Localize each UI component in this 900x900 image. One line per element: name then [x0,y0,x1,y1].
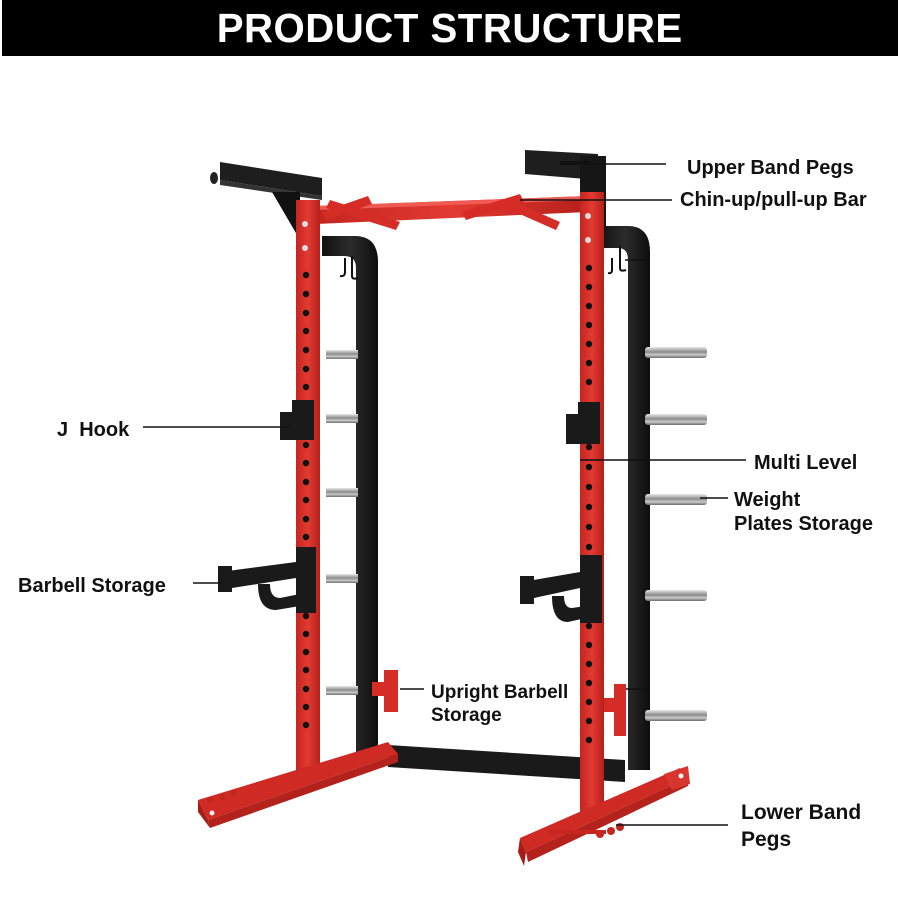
rear-base-bar [388,745,625,782]
chin-up-bar [316,194,588,230]
label-multi-level: Multi Level [754,452,858,474]
right-base [518,766,690,866]
page-title: PRODUCT STRUCTURE [217,4,683,51]
title-banner: PRODUCT STRUCTURE [2,0,898,56]
upright-barbell-storage-left [372,670,398,712]
j-hook-right [566,402,600,444]
label-j-hook: J Hook [57,419,130,441]
j-hook-left [280,400,314,440]
accessory-hooks [339,246,627,280]
upper-band-peg-left [210,162,322,240]
label-upright-barbell-line1: Upright Barbell [431,682,569,703]
label-weight-plates-storage: Weight Plates Storage [734,488,873,536]
left-rear-upright [322,236,378,752]
label-weight-plates-line2: Plates Storage [734,513,873,535]
barbell-storage-right [520,555,602,623]
label-upright-barbell-storage: Upright Barbell Storage [431,681,568,727]
upright-barbell-storage-right [604,684,626,736]
left-base [198,742,398,828]
label-chin-up-bar: Chin-up/pull-up Bar [680,189,867,211]
callout-lines [143,163,746,826]
label-upper-band-pegs: Upper Band Pegs [687,157,854,179]
label-weight-plates-line1: Weight [734,489,801,511]
left-front-upright [296,200,320,772]
right-front-upright [580,192,604,812]
label-lower-band-pegs-line1: Lower Band [741,801,862,824]
label-lower-band-pegs: Lower Band Pegs [741,799,861,853]
left-plate-pegs [326,350,358,695]
right-rear-upright [600,226,650,770]
right-plate-pegs [645,347,707,721]
label-lower-band-pegs-line2: Pegs [741,828,792,851]
label-barbell-storage: Barbell Storage [18,575,166,597]
barbell-storage-left [218,547,316,613]
label-upright-barbell-line2: Storage [431,705,502,726]
